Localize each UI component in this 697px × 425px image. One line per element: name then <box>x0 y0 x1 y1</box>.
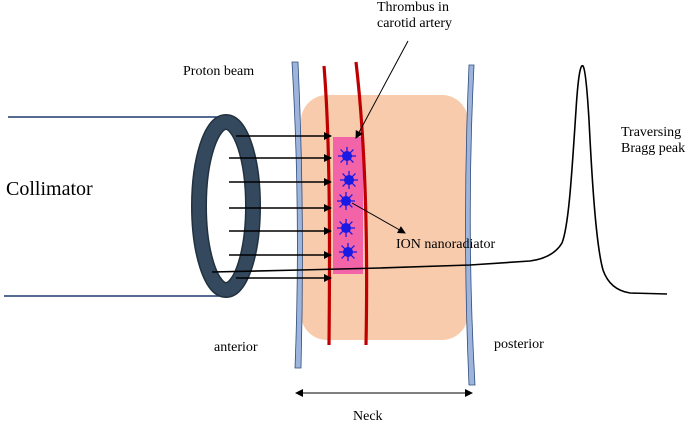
posterior-label: posterior <box>494 337 544 352</box>
anterior-label: anterior <box>214 340 258 355</box>
bragg-peak-label-line1: Traversing <box>621 125 682 140</box>
collimator-ring-inner <box>192 115 260 297</box>
sunburst-particle-icon <box>340 171 358 189</box>
bragg-curve <box>211 65 668 295</box>
ion-nanoradiator-label: ION nanoradiator <box>396 237 496 252</box>
anterior-plate <box>291 61 303 369</box>
nanoradiator-particles <box>337 147 358 261</box>
bragg-peak-label: Traversing Bragg peak <box>621 125 685 157</box>
collimator-label: Collimator <box>6 178 93 200</box>
sunburst-particle-icon <box>339 243 357 261</box>
thrombus-label-line2: carotid artery <box>377 16 453 32</box>
sunburst-particle-icon <box>337 192 355 210</box>
thrombus-leader-arrow <box>355 40 409 139</box>
posterior-plate <box>465 64 476 386</box>
sunburst-particle-icon <box>337 219 355 237</box>
proton-beam-arrows <box>229 132 332 282</box>
bragg-peak-label-line2: Bragg peak <box>621 141 686 157</box>
neck-label: Neck <box>353 409 383 424</box>
collimator-tube <box>4 116 232 297</box>
nanoradiator-leader-arrow <box>351 202 406 234</box>
sunburst-particle-icon <box>338 147 356 165</box>
thrombus-label: Thrombus in carotid artery <box>377 0 452 32</box>
proton-beam-label: Proton beam <box>183 64 255 79</box>
artery-wall-left <box>322 65 332 346</box>
thrombus-label-line1: Thrombus in <box>377 0 449 15</box>
artery-wall-right <box>354 61 369 346</box>
